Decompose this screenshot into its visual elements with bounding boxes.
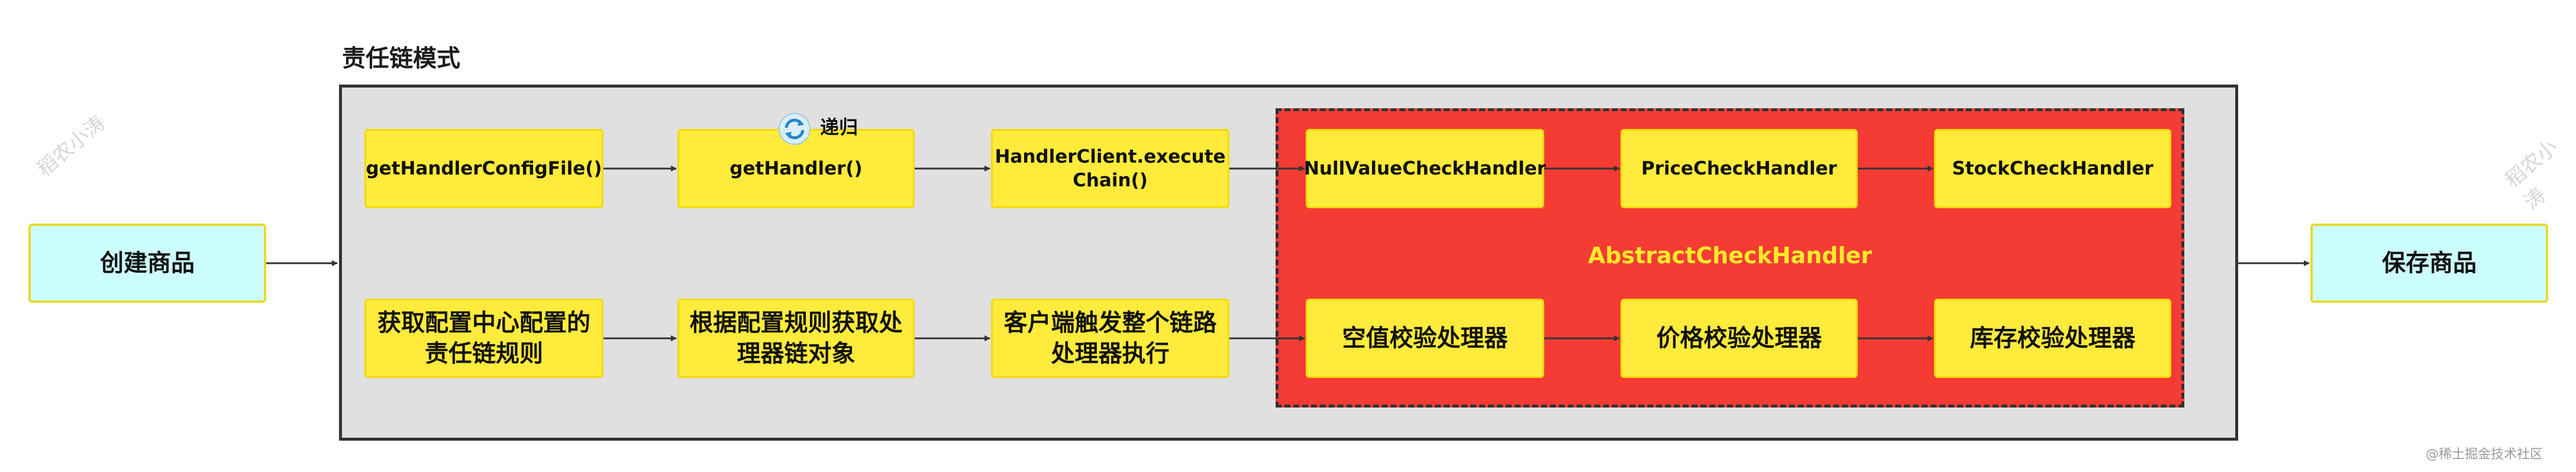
recursion-icon <box>779 113 811 145</box>
null-value-check-handler-node: NullValueCheckHandler <box>1304 129 1546 208</box>
null-value-check-cn-node: 空值校验处理器 <box>1306 299 1544 378</box>
client-trigger-chain-node: 客户端触发整个链路处理器执行 <box>991 299 1229 378</box>
diagram-title: 责任链模式 <box>342 45 460 72</box>
create-product-node: 创建商品 <box>28 224 266 303</box>
get-handler-node: getHandler() <box>677 129 915 208</box>
region-label: AbstractCheckHandler <box>1587 243 1873 269</box>
stock-check-cn-node: 库存校验处理器 <box>1934 299 2171 378</box>
handler-client-execute-chain-node: HandlerClient.execute Chain() <box>991 129 1229 208</box>
stock-check-handler-node: StockCheckHandler <box>1934 129 2171 208</box>
recursion-label: 递归 <box>820 116 858 138</box>
get-config-rules-node: 获取配置中心配置的责任链规则 <box>364 299 603 378</box>
watermark-bottom: @稀土掘金技术社区 <box>2426 447 2543 462</box>
save-product-node: 保存商品 <box>2310 224 2548 303</box>
get-handler-config-file-node: getHandlerConfigFile() <box>364 129 603 208</box>
price-check-handler-node: PriceCheckHandler <box>1621 129 1858 208</box>
get-handler-chain-node: 根据配置规则获取处理器链对象 <box>677 299 915 378</box>
price-check-cn-node: 价格校验处理器 <box>1621 299 1858 378</box>
